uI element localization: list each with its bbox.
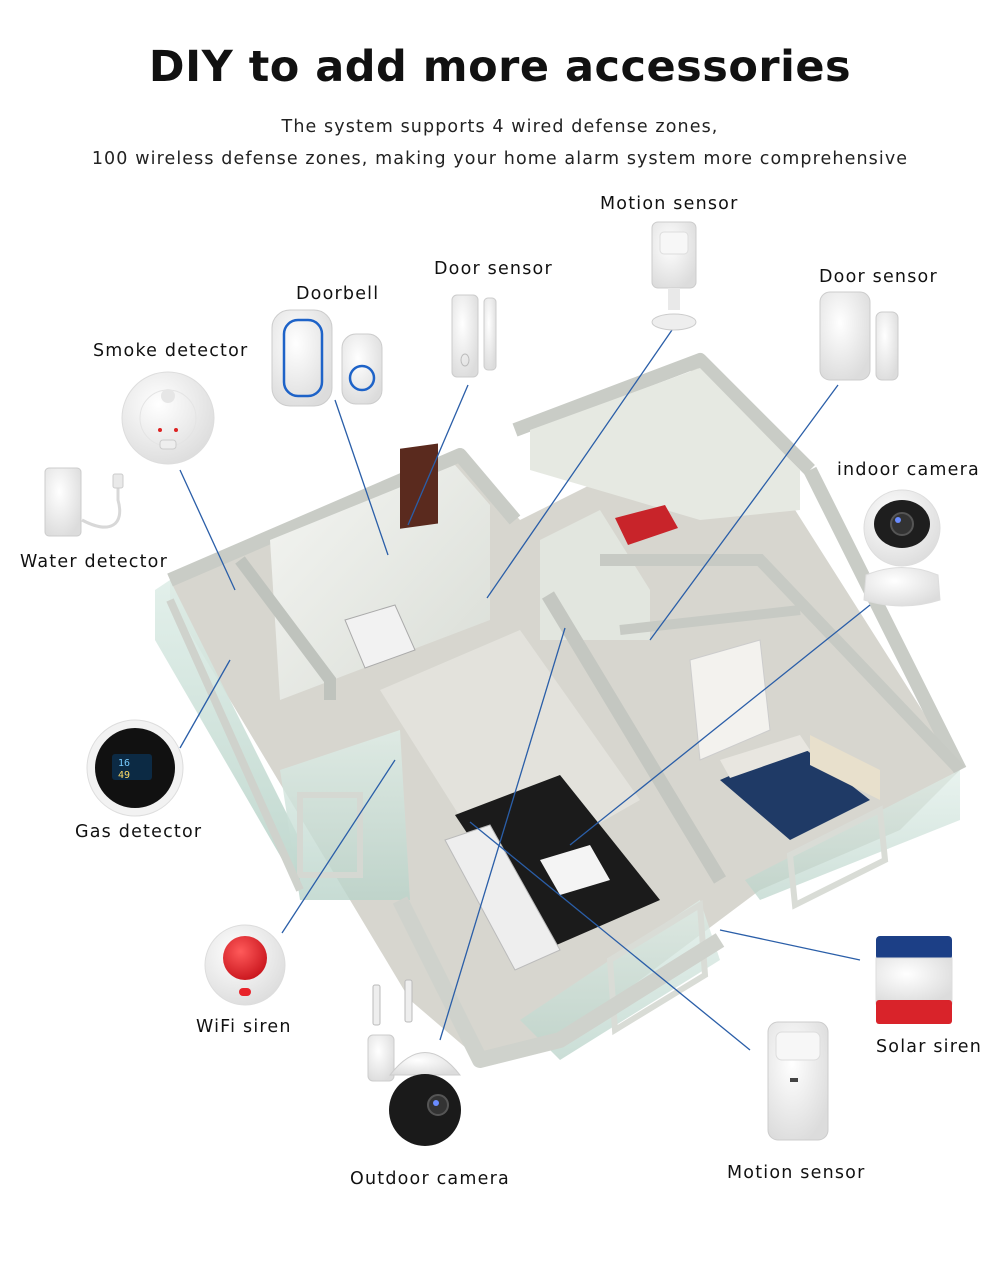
label-water-detector: Water detector: [20, 552, 168, 572]
wifi-siren-icon: [204, 924, 286, 1006]
connector-door-sensor-2: [649, 384, 839, 641]
page-title: DIY to add more accessories: [148, 42, 852, 92]
door-sensor-2-icon: [819, 291, 899, 381]
label-gas-detector: Gas detector: [75, 822, 203, 842]
connector-lines: [179, 329, 871, 1051]
connector-solar-siren: [719, 929, 861, 961]
gas-detector-icon: 16 49: [86, 719, 184, 817]
label-motion-sensor-bottom: Motion sensor: [727, 1163, 866, 1183]
label-solar-siren: Solar siren: [876, 1037, 983, 1057]
doorbell-icon: [271, 309, 383, 407]
motion-sensor-bottom-icon: [767, 1021, 829, 1141]
label-outdoor-camera: Outdoor camera: [350, 1169, 510, 1189]
label-smoke-detector: Smoke detector: [93, 341, 249, 361]
connector-smoke: [179, 469, 236, 591]
blue-bed: [720, 745, 870, 840]
connector-indoor-camera: [569, 604, 871, 846]
smoke-detector-icon: [121, 371, 215, 465]
water-detector-icon: [44, 467, 124, 537]
indoor-camera-icon: [863, 489, 941, 607]
gas-reading-top: 16: [118, 758, 130, 769]
label-door-sensor-1: Door sensor: [434, 259, 553, 279]
solar-siren-icon: [875, 936, 953, 1024]
gas-reading-bottom: 49: [118, 770, 130, 781]
label-motion-sensor-top: Motion sensor: [600, 194, 739, 214]
front-door: [400, 443, 438, 529]
subtitle-line-1: The system supports 4 wired defense zone…: [281, 117, 719, 137]
connector-motion-bottom: [469, 821, 751, 1051]
connector-outdoor-camera: [439, 627, 566, 1041]
label-indoor-camera: indoor camera: [837, 460, 980, 480]
red-bed: [615, 505, 678, 545]
outdoor-camera-icon: [367, 979, 462, 1146]
connector-door-sensor-1: [407, 384, 469, 526]
label-doorbell: Doorbell: [296, 284, 380, 304]
connector-wifi-siren: [281, 759, 396, 934]
connector-motion-top: [486, 329, 673, 599]
house-model: [155, 353, 967, 1068]
door-sensor-1-icon: [451, 294, 497, 378]
motion-sensor-top-icon: [651, 221, 697, 331]
dining-table: [344, 604, 416, 669]
connector-gas: [179, 659, 231, 749]
label-door-sensor-2: Door sensor: [819, 267, 938, 287]
subtitle-line-2: 100 wireless defense zones, making your …: [91, 149, 909, 169]
bedroom-back-wall: [530, 368, 800, 520]
front-glass-wall: [280, 730, 410, 900]
label-wifi-siren: WiFi siren: [196, 1017, 292, 1037]
connector-doorbell: [334, 399, 389, 556]
